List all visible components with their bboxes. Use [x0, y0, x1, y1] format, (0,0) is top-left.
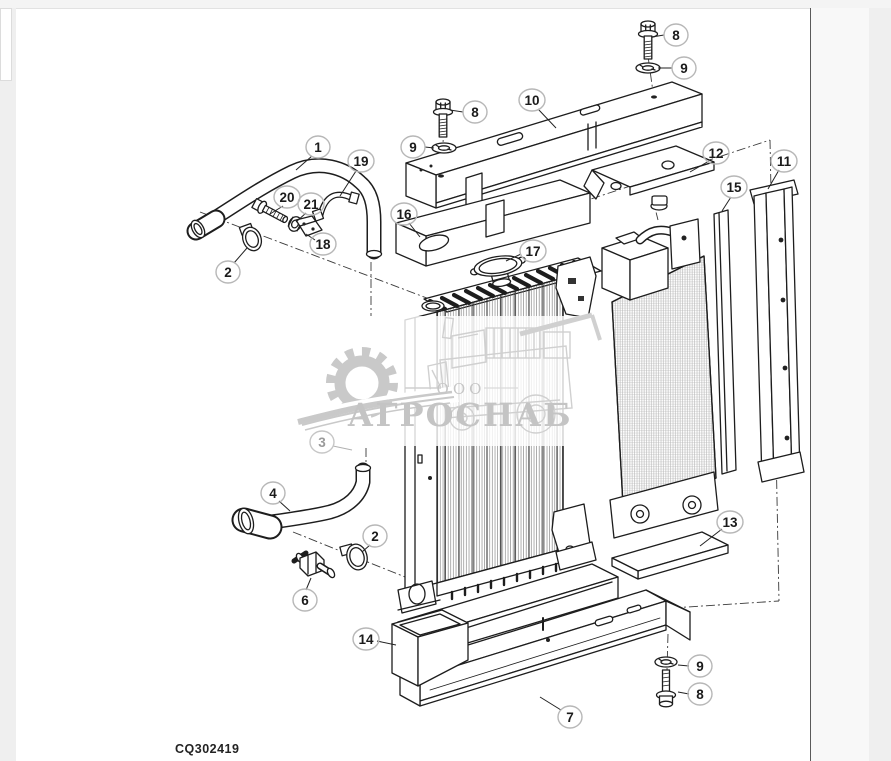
svg-text:21: 21: [303, 197, 319, 212]
callout-7: 7: [557, 705, 583, 729]
part-9-lock-washer-mid: [431, 142, 457, 154]
svg-text:12: 12: [708, 146, 723, 161]
svg-text:1: 1: [314, 140, 322, 155]
callout-17: 17: [519, 239, 547, 263]
part-9-lock-washer-top: [635, 62, 661, 74]
part-13-pad: [611, 531, 729, 580]
svg-text:15: 15: [726, 180, 742, 195]
part-1-upper-hose: [186, 158, 383, 260]
svg-text:13: 13: [722, 515, 738, 530]
frame-screws: [778, 237, 790, 441]
part-16-lower-support: [395, 179, 591, 267]
part-2-clamp-lower: [339, 543, 368, 571]
watermark: ООО АГРОСНАБ: [282, 312, 612, 446]
figure-code: CQ302419: [175, 742, 239, 756]
top-strip: [0, 0, 891, 8]
left-rail-panel: [0, 8, 12, 81]
svg-text:3: 3: [318, 435, 326, 450]
callout-8-top: 8: [663, 23, 689, 47]
svg-text:7: 7: [566, 710, 574, 725]
watermark-company-prefix: ООО: [437, 380, 486, 398]
svg-text:20: 20: [279, 190, 294, 205]
svg-text:10: 10: [524, 93, 539, 108]
part-9-lock-washer-bottom: [654, 656, 678, 668]
part-8-flange-bolt-bottom: [655, 669, 677, 708]
part-15-seal-strip: [713, 209, 737, 475]
left-rail: [0, 8, 16, 761]
part-11-side-frame: [749, 179, 805, 483]
part-14-tray: [391, 609, 469, 687]
tank-teeth: [450, 562, 558, 601]
svg-text:9: 9: [696, 659, 704, 674]
callout-18: 18: [309, 232, 337, 256]
callout-12: 12: [702, 141, 730, 165]
svg-text:8: 8: [471, 105, 479, 120]
callout-4: 4: [260, 481, 286, 505]
callout-8-mid: 8: [462, 100, 488, 124]
callout-11: 11: [770, 149, 798, 173]
part-4-lower-hose: [231, 462, 372, 540]
svg-text:4: 4: [269, 486, 277, 501]
callout-10: 10: [518, 88, 546, 112]
part-8-flange-bolt-mid: [432, 98, 454, 138]
oil-cooler: [601, 195, 719, 539]
svg-text:2: 2: [371, 529, 379, 544]
watermark-company-name: АГРОСНАБ: [347, 396, 572, 434]
gear-logo: [292, 347, 459, 432]
callout-6: 6: [292, 588, 318, 612]
callout-8-bottom: 8: [687, 682, 713, 706]
callout-9-top: 9: [671, 56, 697, 80]
callout-21: 21: [297, 192, 325, 216]
radiator-foot: [397, 580, 437, 614]
callouts: 1 19 20 21 18 2 16 10 8 9 8 9 12 11 15 1…: [215, 23, 798, 729]
callout-9-mid: 9: [400, 135, 426, 159]
callout-9-bottom: 9: [687, 654, 713, 678]
right-rail: [869, 8, 891, 761]
callout-2-upper: 2: [215, 260, 241, 284]
svg-text:19: 19: [353, 154, 368, 169]
svg-text:18: 18: [315, 237, 331, 252]
svg-text:17: 17: [525, 244, 540, 259]
svg-text:9: 9: [409, 140, 417, 155]
callout-19: 19: [347, 149, 375, 173]
part-20-bolt: [251, 197, 289, 224]
svg-text:9: 9: [680, 61, 688, 76]
part-18-clip-bracket: [295, 215, 323, 237]
callout-13: 13: [716, 510, 744, 534]
svg-text:16: 16: [396, 207, 412, 222]
svg-text:8: 8: [696, 687, 704, 702]
part-10-upper-support: [405, 81, 703, 209]
part-6-drain-cock: [291, 550, 336, 579]
part-8-flange-bolt-top: [637, 20, 659, 60]
svg-text:8: 8: [672, 28, 680, 43]
callout-3: 3: [309, 430, 335, 454]
callout-16: 16: [390, 202, 418, 226]
svg-text:2: 2: [224, 265, 232, 280]
callout-2-lower: 2: [362, 524, 388, 548]
svg-text:14: 14: [358, 632, 374, 647]
svg-text:6: 6: [301, 593, 309, 608]
svg-text:11: 11: [777, 154, 792, 169]
callout-15: 15: [720, 175, 748, 199]
callout-14: 14: [352, 627, 380, 651]
part-2-clamp-upper: [238, 222, 263, 252]
callout-1: 1: [305, 135, 331, 159]
part-21-nut: [287, 216, 303, 232]
